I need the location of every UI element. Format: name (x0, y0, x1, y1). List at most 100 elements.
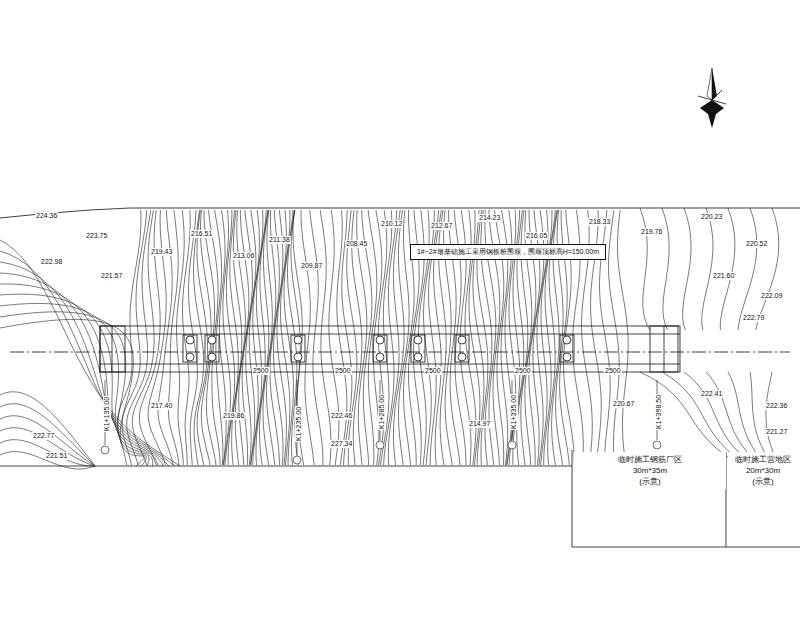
station-label: K1+235.00 (295, 406, 303, 442)
abutment (100, 326, 125, 372)
contour-line (0, 440, 95, 466)
contour-line (0, 294, 153, 466)
boundary-lines (0, 208, 800, 547)
elevation-label: 222.41 (700, 390, 723, 398)
elevation-label: 222.77 (32, 432, 55, 440)
pier-cap (205, 335, 219, 362)
elevation-label: 221.60 (712, 272, 735, 280)
contour-line (0, 303, 149, 466)
elevation-label: 214.23 (478, 214, 501, 222)
abutment (650, 326, 678, 372)
station-marker (653, 441, 661, 449)
north-arrow-part (700, 100, 724, 128)
station-marker (101, 446, 109, 454)
contour-line (0, 240, 180, 466)
elevation-label: 211.38 (268, 236, 291, 244)
zone-detail: 30m*35m (576, 465, 724, 476)
contour-line (329, 210, 339, 465)
elevation-label: 224.36 (35, 212, 58, 220)
pier-cap (455, 335, 469, 362)
contour-line (0, 404, 95, 466)
contour-line (239, 210, 249, 465)
north-arrow-part (707, 68, 712, 100)
contour-line (127, 210, 151, 465)
pier-column (294, 336, 302, 344)
zone-boundary (572, 450, 800, 547)
contour-line (368, 210, 377, 465)
pier-column (563, 353, 571, 361)
elevation-label: 221.27 (765, 428, 788, 436)
zone-detail: 20m*30m (730, 465, 796, 476)
elevation-label: 213.06 (232, 252, 255, 260)
contour-line (0, 312, 146, 466)
deck-edge (100, 334, 680, 335)
abutment-line (664, 326, 665, 372)
contour-line (270, 210, 280, 465)
pier-column (294, 353, 302, 361)
contour-line (0, 319, 144, 466)
span-length: 2500 (424, 367, 442, 375)
center-line (10, 352, 790, 353)
contour-line (0, 273, 164, 466)
site-zone: 临时施工营地区20m*30m(示意) (728, 452, 798, 489)
elevation-label: 221.51 (45, 452, 68, 460)
elevation-label: 222.79 (742, 314, 765, 322)
pier-column (376, 353, 384, 361)
contour-line (720, 208, 735, 330)
station-label: K1+285.00 (378, 394, 386, 430)
pier-column (376, 336, 384, 344)
contour-line (662, 208, 669, 330)
pier-column (414, 336, 422, 344)
elevation-label: 212.67 (430, 222, 453, 230)
site-zone: 临时施工钢筋厂区30m*35m(示意) (574, 452, 726, 489)
elevation-label: 218.33 (588, 218, 611, 226)
pier-column (458, 336, 466, 344)
station-marker (376, 441, 384, 449)
elevation-label: 222.09 (760, 292, 783, 300)
contour-line (756, 208, 779, 330)
elevation-label: 220.67 (612, 400, 635, 408)
pier-column (186, 336, 194, 344)
span-length: 2500 (252, 367, 270, 375)
contour-line (0, 251, 175, 466)
contour-line (683, 208, 691, 330)
contour-line (277, 210, 286, 465)
contour-line (0, 392, 95, 466)
elevation-label: 220.52 (745, 240, 768, 248)
north-arrow (698, 68, 726, 128)
contour-line (0, 452, 95, 469)
pier-column (458, 353, 466, 361)
elevation-label: 222.98 (40, 258, 63, 266)
elevation-label: 219.43 (150, 248, 173, 256)
elevation-label: 216.05 (525, 232, 548, 240)
contour-line (362, 210, 372, 465)
elevation-label: 214.97 (468, 420, 491, 428)
elevation-label: 208.45 (345, 240, 368, 248)
contour-line (293, 210, 304, 465)
contour-line (0, 416, 95, 466)
elevation-label: 219.86 (222, 412, 245, 420)
contour-line (0, 284, 158, 466)
pier-cap (411, 335, 425, 362)
contour-line (208, 210, 220, 465)
site-boundary (0, 466, 572, 467)
station-label: K1+335.00 (510, 394, 518, 430)
north-arrow-part (698, 90, 726, 110)
contour-line (640, 208, 650, 330)
pier-cap (373, 335, 387, 362)
zone-title: 1#~2#墩基础施工采用钢板桩围堰，围堰顶标高H=150.00m (413, 247, 603, 257)
zone-detail: (示意) (730, 476, 796, 487)
contour-line (0, 428, 95, 466)
deck-edge (100, 364, 680, 365)
contour-line (738, 208, 757, 330)
station-label: K1+398.50 (655, 394, 663, 430)
pier-column (414, 353, 422, 361)
elevation-label: 217.40 (150, 402, 173, 410)
pier-cap (183, 335, 197, 362)
pier-cap (291, 335, 305, 362)
elevation-label: 227.34 (330, 440, 353, 448)
station-label: K1+135.00 (103, 396, 111, 432)
pier-column (208, 336, 216, 344)
bridge (10, 326, 790, 372)
